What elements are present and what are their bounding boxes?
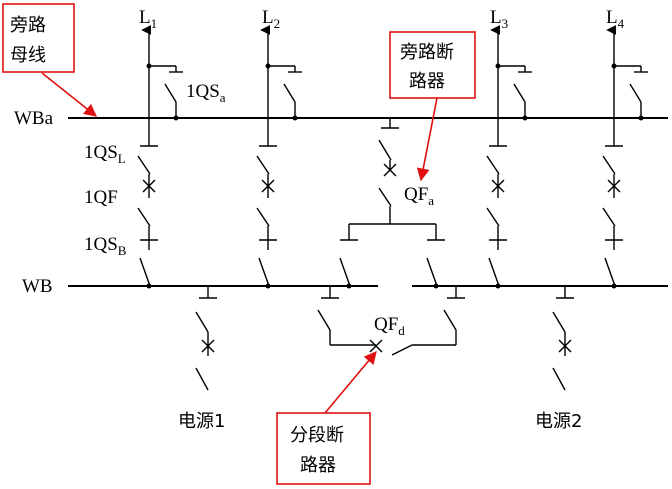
qs-b-label: 1QSB — [84, 234, 127, 258]
wba-label: WBa — [14, 108, 54, 129]
svg-text:旁路: 旁路 — [10, 15, 46, 36]
bypass-breaker-qfa — [339, 118, 445, 289]
feeder-l4 — [602, 25, 648, 289]
svg-text:分段断: 分段断 — [290, 425, 344, 446]
qf-label: 1QF — [84, 187, 118, 208]
callout-section-breaker: 分段断 路器 — [276, 351, 377, 485]
qf-a-label: QFa — [404, 184, 434, 208]
qs-a-label: 1QSa — [186, 81, 226, 105]
source-2-label: 电源2 — [535, 411, 582, 432]
wb-label: WB — [22, 276, 53, 297]
feeder-l1-label: L1 — [139, 7, 157, 31]
section-breaker-qfd — [317, 286, 465, 356]
callout-bypass-breaker: 旁路断 路器 — [389, 31, 476, 182]
feeder-l2 — [256, 25, 302, 289]
source-1-label: 电源1 — [178, 411, 225, 432]
feeder-l3 — [486, 25, 532, 289]
qf-d-label: QFd — [374, 314, 405, 338]
feeder-l3-label: L3 — [490, 7, 508, 31]
callout-bypass-bus: 旁路 母线 — [2, 3, 98, 117]
feeder-l1 — [137, 25, 183, 289]
qs-l-label: 1QSL — [84, 142, 126, 166]
svg-text:旁路断: 旁路断 — [400, 42, 454, 63]
source-2-branch — [552, 286, 574, 391]
svg-text:母线: 母线 — [10, 45, 46, 66]
feeder-l4-label: L4 — [606, 7, 625, 31]
feeder-l2-label: L2 — [262, 7, 280, 31]
source-1-branch — [195, 286, 217, 391]
svg-text:路器: 路器 — [409, 71, 445, 92]
svg-text:路器: 路器 — [300, 455, 336, 476]
